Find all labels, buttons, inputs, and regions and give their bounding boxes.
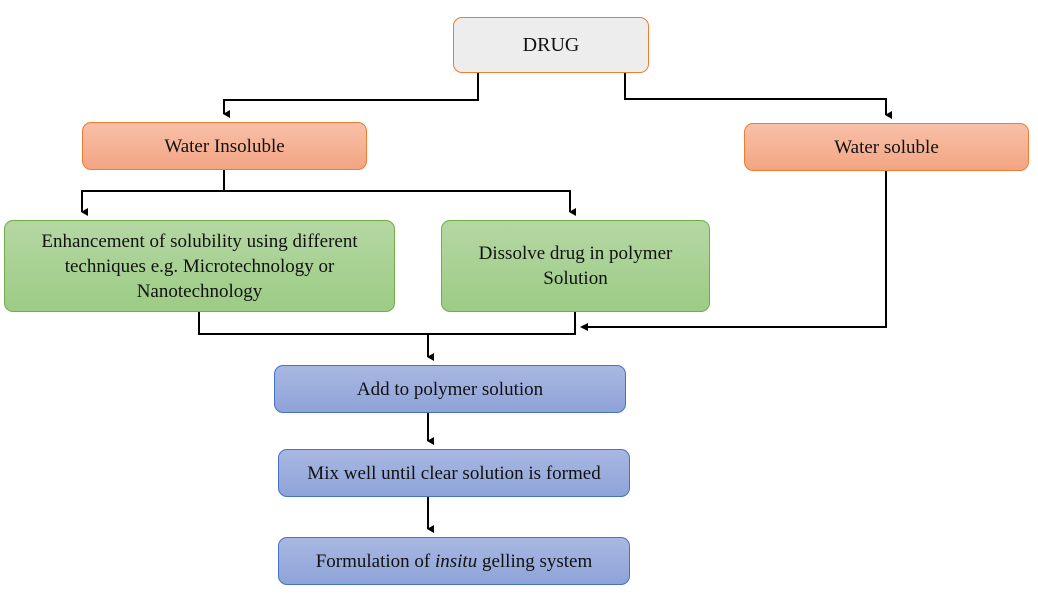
- node-water-soluble: Water soluble: [744, 123, 1029, 171]
- formulation-pre: Formulation of: [315, 550, 435, 572]
- node-add-polymer-label: Add to polymer solution: [356, 378, 544, 400]
- formulation-post: gelling system: [477, 550, 593, 572]
- node-enhancement-line2: techniques e.g. Microtechnology or: [64, 255, 335, 277]
- node-add-polymer: Add to polymer solution: [274, 365, 626, 413]
- edge-drug-to-soluble: [624, 73, 892, 119]
- edge-insoluble-to-dissolve: [224, 190, 576, 216]
- node-water-insoluble: Water Insoluble: [82, 122, 367, 170]
- edge-merge-bracket: [198, 312, 576, 335]
- node-dissolve-line1: Dissolve drug in polymer: [478, 243, 673, 264]
- node-water-soluble-label: Water soluble: [834, 136, 939, 158]
- node-formulation-label: Formulation of insitu gelling system: [316, 549, 593, 574]
- node-enhancement-line1: Enhancement of solubility using differen…: [41, 230, 358, 252]
- node-drug-label: DRUG: [522, 33, 580, 56]
- node-water-insoluble-label: Water Insoluble: [164, 135, 285, 157]
- node-enhancement-line3: Nanotechnology: [136, 280, 263, 302]
- node-formulation: Formulation of insitu gelling system: [278, 537, 630, 585]
- node-mix-well-label: Mix well until clear solution is formed: [307, 462, 601, 484]
- edge-drug-to-insoluble: [223, 73, 479, 118]
- edge-soluble-to-dissolve: [588, 171, 887, 328]
- arrow-head-soluble: [580, 323, 588, 331]
- formulation-italic: insitu: [434, 550, 478, 572]
- node-drug: DRUG: [453, 17, 649, 73]
- node-mix-well: Mix well until clear solution is formed: [278, 449, 630, 497]
- node-dissolve: Dissolve drug in polymer Solution: [441, 220, 710, 312]
- node-dissolve-line2: Solution: [543, 268, 608, 289]
- edge-insoluble-to-enhancement: [81, 170, 225, 216]
- node-enhancement: Enhancement of solubility using differen…: [4, 220, 395, 312]
